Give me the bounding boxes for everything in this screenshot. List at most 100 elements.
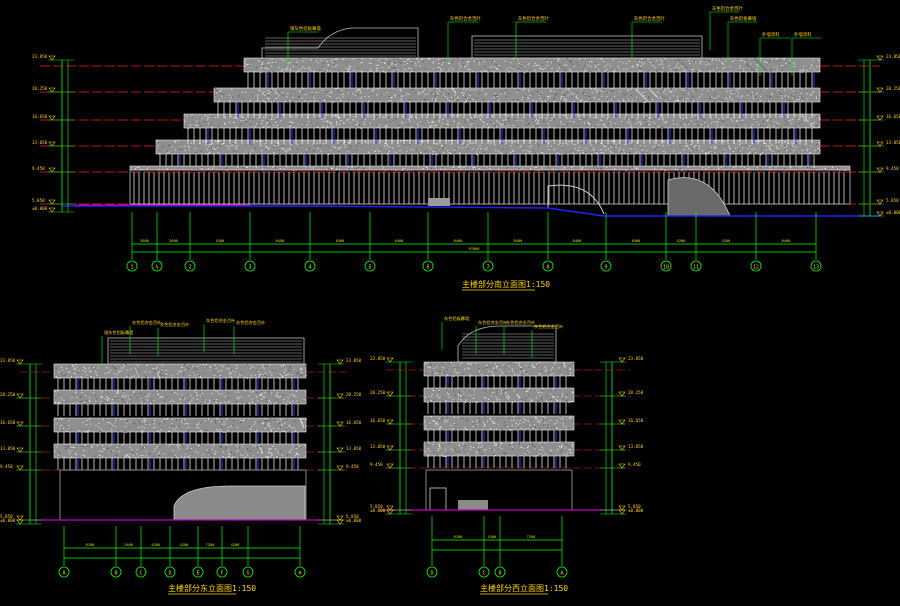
east-callout-label: 灰色铝合金百叶 — [160, 321, 190, 328]
west-dimension-label: 4200 — [488, 535, 497, 539]
front-right-level-triangle-icon — [876, 199, 884, 205]
front-right-level-label: 13.050 — [886, 140, 900, 145]
front-left-level-triangle-icon — [48, 115, 56, 121]
front-axis-label: 6 — [426, 265, 429, 271]
west-right-level-label: 5.850 — [628, 504, 641, 509]
west-left-level-label: 5.850 — [370, 504, 383, 509]
west-elevation-caption: 主楼部分西立面图1:150 — [480, 583, 568, 593]
front-facade-floor-bands — [129, 57, 851, 171]
front-elevation: 银灰色铝板幕墙灰色铝合金百叶灰色铝合金百叶灰色铝合金百叶灰色铝合金百叶灰色铝板幕… — [32, 5, 900, 291]
front-axis-bubble-icon — [184, 260, 196, 272]
west-axis-label: D — [430, 571, 433, 577]
front-left-level-label: 9.450 — [32, 166, 45, 171]
front-overall-dimension: 97800 — [469, 247, 480, 251]
front-axis-label: 12 — [753, 265, 759, 271]
front-callout-label: 灰色铝合金百叶 — [518, 15, 549, 22]
east-axis-bubble-icon — [192, 566, 204, 578]
front-facade-columns — [159, 72, 815, 166]
east-right-level-triangle-icon — [336, 515, 344, 521]
east-right-level-label: 23.850 — [346, 358, 362, 363]
west-level-dimension-columns: 23.85020.25016.65013.0509.4505.850±0.000… — [370, 356, 644, 515]
east-left-level-label: 5.850 — [0, 514, 13, 519]
east-axis-label: C — [139, 571, 142, 577]
east-left-level-triangle-icon — [16, 421, 24, 427]
east-axis-label: E — [196, 571, 199, 577]
east-axis-label: H — [298, 571, 301, 577]
front-axis-bubble-icon — [422, 260, 434, 272]
front-dimension-label: 3600 — [140, 239, 149, 243]
east-dimension-label: 4200 — [231, 543, 240, 547]
front-axis-label: 13 — [813, 265, 819, 271]
west-axis-label: A — [560, 571, 563, 577]
west-right-level-triangle-icon — [618, 391, 626, 397]
front-right-level-triangle-icon — [876, 115, 884, 121]
east-level-dimension-columns: 23.85020.25016.65013.0509.4505.850±0.000… — [0, 358, 362, 525]
east-left-level-triangle-icon — [16, 519, 24, 525]
west-axis-bubble-icon — [556, 566, 568, 578]
front-right-level-label: ±0.000 — [886, 210, 900, 215]
west-facade-floor-bands — [423, 361, 575, 457]
east-dimension-label: 7200 — [206, 543, 215, 547]
front-axis-bubble-icon — [542, 260, 554, 272]
front-right-level-triangle-icon — [876, 167, 884, 173]
east-left-level-label: 16.650 — [0, 420, 16, 425]
front-axis-label: 11 — [693, 265, 699, 271]
east-axis-bubble-icon — [110, 566, 122, 578]
front-callout-label: 灰色铝合金百叶 — [450, 15, 481, 22]
front-dimension-label: 8400 — [573, 239, 582, 243]
east-right-level-label: 20.250 — [346, 392, 362, 397]
east-elevation: 银灰色铝板幕墙灰色铝合金百叶灰色铝合金百叶灰色铝合金百叶灰色铝合金百叶 23.8… — [0, 317, 362, 595]
front-axis-bubble-icon — [750, 260, 762, 272]
front-axis-label: 3 — [248, 265, 251, 271]
front-axis-label: 1 — [130, 265, 133, 271]
front-left-level-triangle-icon — [48, 199, 56, 205]
front-axis-bubble-icon — [690, 260, 702, 272]
east-axis-label: D — [168, 571, 171, 577]
front-left-level-triangle-icon — [48, 167, 56, 173]
front-material-callouts: 银灰色铝板幕墙灰色铝合金百叶灰色铝合金百叶灰色铝合金百叶灰色铝合金百叶灰色铝板幕… — [287, 5, 822, 76]
front-dimension-label: 8400 — [514, 239, 523, 243]
west-left-level-triangle-icon — [386, 419, 394, 425]
front-right-level-label: 16.650 — [886, 114, 900, 119]
front-left-level-triangle-icon — [48, 207, 56, 213]
front-axis-bubble-icon — [151, 260, 163, 272]
front-axis-bubble-icon — [482, 260, 494, 272]
east-callout-label: 灰色铝合金百叶 — [132, 319, 162, 326]
ground-line — [62, 205, 880, 217]
east-axis-label: G — [246, 571, 249, 577]
front-elevation-caption: 主楼部分南立面图1:150 — [462, 279, 550, 289]
front-left-level-label: 16.650 — [32, 114, 48, 119]
east-callout-label: 灰色铝合金百叶 — [236, 319, 266, 326]
west-dimension-label: 8100 — [454, 535, 463, 539]
west-callout-label: 灰色铝合金百叶 — [534, 323, 564, 330]
front-left-level-triangle-icon — [48, 141, 56, 147]
west-left-level-label: 16.650 — [370, 418, 386, 423]
east-dimension-label: 4200 — [151, 543, 160, 547]
east-right-level-label: 13.050 — [346, 446, 362, 451]
east-right-level-label: ±0.000 — [346, 518, 362, 523]
west-axis-bubble-icon — [478, 566, 490, 578]
east-right-level-label: 16.650 — [346, 420, 362, 425]
west-callout-label: 灰色铝板幕墙 — [444, 315, 469, 322]
west-dimension-label: 7200 — [527, 535, 536, 539]
east-axis-bubble-icon — [58, 566, 70, 578]
east-canopy — [173, 485, 306, 521]
east-axis-label: B — [114, 571, 117, 577]
east-axis-bubble-icon — [164, 566, 176, 578]
front-callout-label: 银灰色铝板幕墙 — [290, 25, 321, 32]
front-dimension-label: 8400 — [276, 239, 285, 243]
front-axis-bubble-icon — [660, 260, 672, 272]
front-dimension-label: 8400 — [454, 239, 463, 243]
west-right-level-label: 13.050 — [628, 444, 644, 449]
front-axis-label: 5 — [368, 265, 371, 271]
east-axis-bubble-icon — [216, 566, 228, 578]
west-left-level-triangle-icon — [386, 505, 394, 511]
west-right-level-label: 9.450 — [628, 462, 641, 467]
front-left-level-label: 20.250 — [32, 86, 48, 91]
west-right-level-triangle-icon — [618, 463, 626, 469]
front-left-level-triangle-icon — [48, 87, 56, 93]
